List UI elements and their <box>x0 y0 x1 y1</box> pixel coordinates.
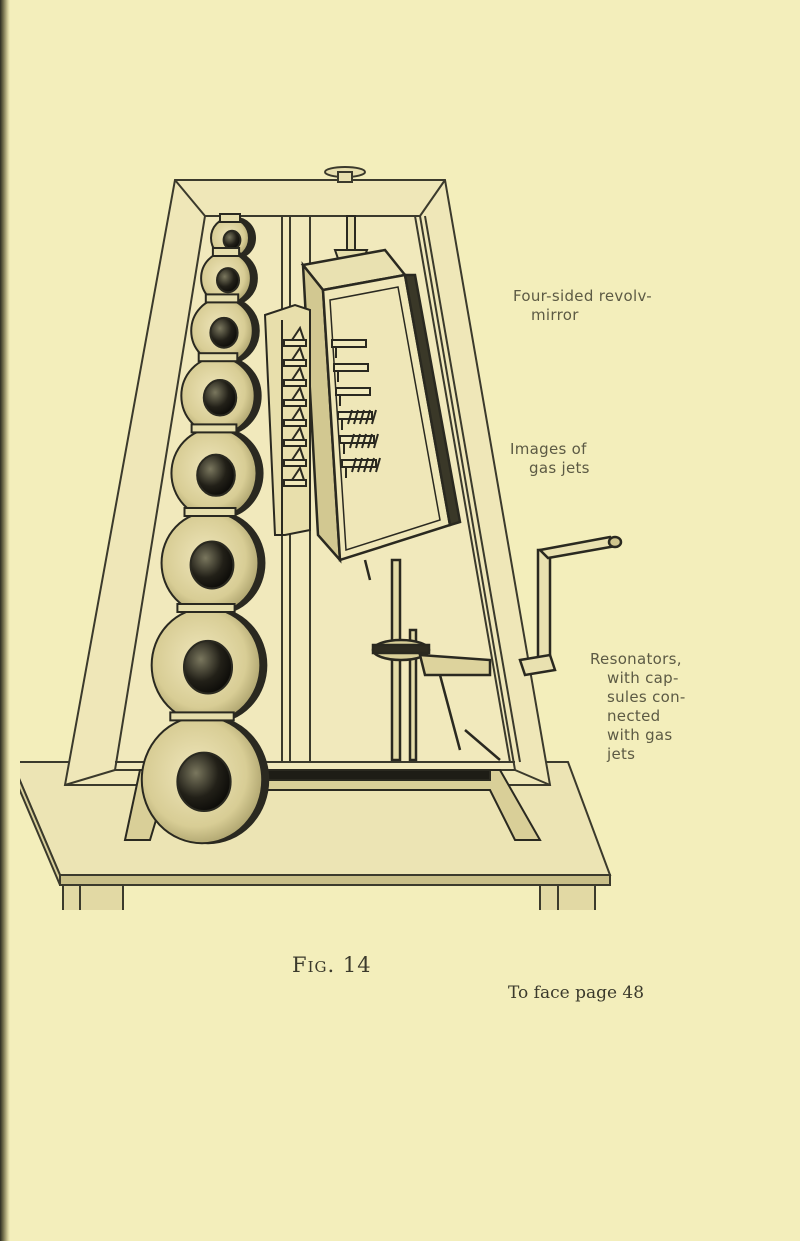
base-feet <box>62 884 596 910</box>
label-line: Four-sided revolv- <box>513 287 652 305</box>
gas-jet-image <box>331 339 367 358</box>
gas-jet-images <box>331 339 381 478</box>
gas-jet-image <box>337 409 377 430</box>
label-line: gas jets <box>529 459 590 477</box>
gas-burner <box>283 345 307 367</box>
gas-burners <box>283 325 307 487</box>
gas-burner <box>283 465 307 487</box>
gas-burner <box>283 365 307 387</box>
label-line: with gas <box>607 726 673 744</box>
label-line: sules con- <box>607 688 686 706</box>
page-binding-edge <box>0 0 10 1241</box>
gas-jet-image <box>333 363 369 382</box>
resonator <box>170 423 264 520</box>
face-page-note: To face page 48 <box>508 983 645 1003</box>
resonator <box>160 507 266 615</box>
drive-shaft <box>371 558 501 762</box>
resonator <box>180 352 262 436</box>
gas-burner <box>283 405 307 427</box>
label-resonators: Resonators, with cap- sules con- nected … <box>590 650 686 764</box>
label-line: nected <box>607 707 661 725</box>
apparatus-drawing <box>20 166 623 910</box>
gas-jet-image <box>335 387 371 406</box>
resonator-column <box>140 213 270 845</box>
resonator <box>190 293 260 365</box>
apparatus-illustration <box>20 150 800 910</box>
label-gas-jet-images: Images of gas jets <box>510 440 590 478</box>
label-line: Resonators, <box>590 650 682 668</box>
figure-caption: Fig. 14 <box>292 953 372 977</box>
gas-burner <box>283 445 307 467</box>
label-line: with cap- <box>607 669 679 687</box>
gas-jet-image <box>341 457 381 478</box>
resonator <box>150 603 268 724</box>
top-knob <box>324 166 366 183</box>
gas-jet-image <box>339 433 379 454</box>
resonator <box>140 711 270 845</box>
gas-burner <box>283 325 307 347</box>
label-revolving-mirror: Four-sided revolv- mirror <box>513 287 652 325</box>
label-line: mirror <box>531 306 579 324</box>
label-line: Images of <box>510 440 587 458</box>
gas-burner <box>283 425 307 447</box>
label-line: jets <box>607 745 636 763</box>
crank-handle <box>518 535 623 677</box>
resonator <box>200 247 258 306</box>
gas-burner <box>283 385 307 407</box>
